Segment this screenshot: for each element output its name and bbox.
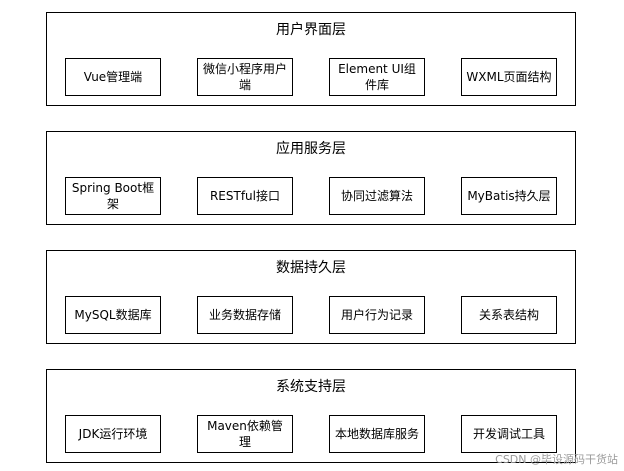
layer-user-interface: 用户界面层 Vue管理端 微信小程序用户端 Element UI组件库 WXML… <box>46 12 576 106</box>
module-box: Maven依赖管理 <box>197 415 293 453</box>
module-box: 微信小程序用户端 <box>197 58 293 96</box>
module-box: JDK运行环境 <box>65 415 161 453</box>
module-box: 本地数据库服务 <box>329 415 425 453</box>
layer-title: 应用服务层 <box>276 141 346 157</box>
module-box: MyBatis持久层 <box>461 177 557 215</box>
layer-title: 系统支持层 <box>276 379 346 395</box>
module-box: MySQL数据库 <box>65 296 161 334</box>
layer-title: 用户界面层 <box>276 22 346 38</box>
module-box: Vue管理端 <box>65 58 161 96</box>
module-box: Element UI组件库 <box>329 58 425 96</box>
module-box: 开发调试工具 <box>461 415 557 453</box>
module-box: Spring Boot框架 <box>65 177 161 215</box>
layer-title: 数据持久层 <box>276 260 346 276</box>
layer-application-service: 应用服务层 Spring Boot框架 RESTful接口 协同过滤算法 MyB… <box>46 131 576 225</box>
layer-data-persistence: 数据持久层 MySQL数据库 业务数据存储 用户行为记录 关系表结构 <box>46 250 576 344</box>
module-box: 协同过滤算法 <box>329 177 425 215</box>
watermark-text: CSDN @毕设源码干货站 <box>495 453 618 466</box>
module-box: 用户行为记录 <box>329 296 425 334</box>
module-box: RESTful接口 <box>197 177 293 215</box>
layer-system-support: 系统支持层 JDK运行环境 Maven依赖管理 本地数据库服务 开发调试工具 <box>46 369 576 463</box>
module-box: 业务数据存储 <box>197 296 293 334</box>
module-box: 关系表结构 <box>461 296 557 334</box>
module-box: WXML页面结构 <box>461 58 557 96</box>
